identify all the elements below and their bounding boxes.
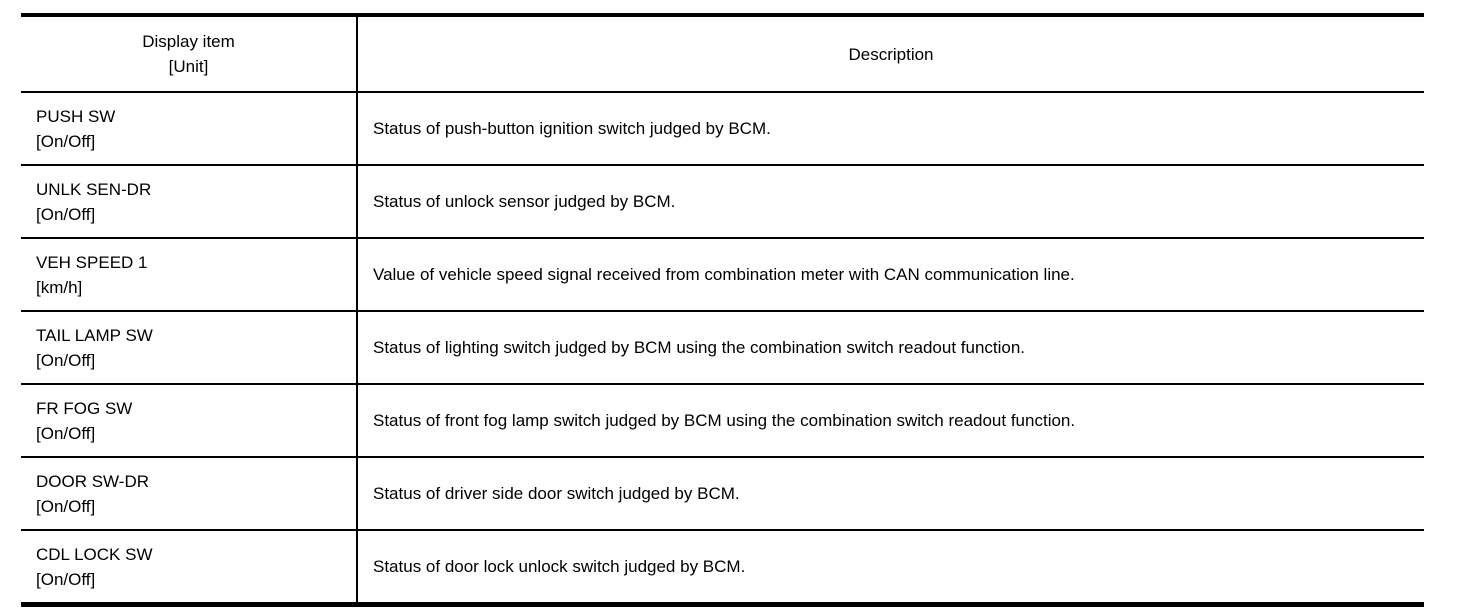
display-item-unit: [On/Off] (36, 131, 96, 151)
column-header-display-item-title: Display item (142, 32, 235, 51)
description-text: Value of vehicle speed signal received f… (373, 265, 1075, 284)
display-item-name: VEH SPEED 1 (36, 252, 148, 272)
table-row: VEH SPEED 1 [km/h] Value of vehicle spee… (21, 238, 1424, 312)
description-text: Status of front fog lamp switch judged b… (373, 411, 1076, 430)
table-row: UNLK SEN-DR [On/Off] Status of unlock se… (21, 165, 1424, 239)
display-item-cell: CDL LOCK SW [On/Off] (21, 530, 358, 607)
display-item-description-table: Display item [Unit] Description PUSH SW … (21, 13, 1424, 607)
description-cell: Status of unlock sensor judged by BCM. (357, 165, 1424, 239)
display-item-unit: [km/h] (36, 277, 83, 297)
display-item-unit: [On/Off] (36, 350, 96, 370)
column-header-display-item-unit: [Unit] (168, 57, 209, 76)
display-item-unit: [On/Off] (36, 204, 96, 224)
table-row: FR FOG SW [On/Off] Status of front fog l… (21, 384, 1424, 458)
description-cell: Status of push-button ignition switch ju… (357, 92, 1424, 166)
display-item-name: CDL LOCK SW (36, 544, 153, 564)
description-cell: Status of lighting switch judged by BCM … (357, 311, 1424, 385)
column-header-description-title: Description (848, 44, 934, 64)
display-item-cell: PUSH SW [On/Off] (21, 92, 358, 166)
table-row: TAIL LAMP SW [On/Off] Status of lighting… (21, 311, 1424, 385)
description-cell: Status of door lock unlock switch judged… (357, 530, 1424, 607)
description-text: Status of lighting switch judged by BCM … (373, 338, 1026, 357)
column-header-display-item: Display item [Unit] (21, 13, 358, 93)
description-cell: Value of vehicle speed signal received f… (357, 238, 1424, 312)
display-item-unit: [On/Off] (36, 496, 96, 516)
description-text: Status of push-button ignition switch ju… (373, 119, 771, 138)
display-item-unit: [On/Off] (36, 569, 96, 589)
table-row: CDL LOCK SW [On/Off] Status of door lock… (21, 530, 1424, 607)
display-item-name: FR FOG SW (36, 398, 133, 418)
display-item-cell: TAIL LAMP SW [On/Off] (21, 311, 358, 385)
column-header-description: Description (357, 13, 1424, 93)
display-item-unit: [On/Off] (36, 423, 96, 443)
table-header-row: Display item [Unit] Description (21, 13, 1424, 93)
description-cell: Status of driver side door switch judged… (357, 457, 1424, 531)
display-item-name: UNLK SEN-DR (36, 179, 152, 199)
display-item-name: TAIL LAMP SW (36, 325, 153, 345)
description-text: Status of driver side door switch judged… (373, 484, 740, 503)
display-item-cell: VEH SPEED 1 [km/h] (21, 238, 358, 312)
description-text: Status of unlock sensor judged by BCM. (373, 192, 676, 211)
table-row: DOOR SW-DR [On/Off] Status of driver sid… (21, 457, 1424, 531)
description-cell: Status of front fog lamp switch judged b… (357, 384, 1424, 458)
display-item-cell: DOOR SW-DR [On/Off] (21, 457, 358, 531)
table-header: Display item [Unit] Description (21, 13, 1424, 93)
table-body: PUSH SW [On/Off] Status of push-button i… (21, 92, 1424, 607)
table-row: PUSH SW [On/Off] Status of push-button i… (21, 92, 1424, 166)
description-text: Status of door lock unlock switch judged… (373, 557, 746, 576)
display-item-name: DOOR SW-DR (36, 471, 150, 491)
display-item-cell: UNLK SEN-DR [On/Off] (21, 165, 358, 239)
display-item-name: PUSH SW (36, 106, 116, 126)
display-item-cell: FR FOG SW [On/Off] (21, 384, 358, 458)
